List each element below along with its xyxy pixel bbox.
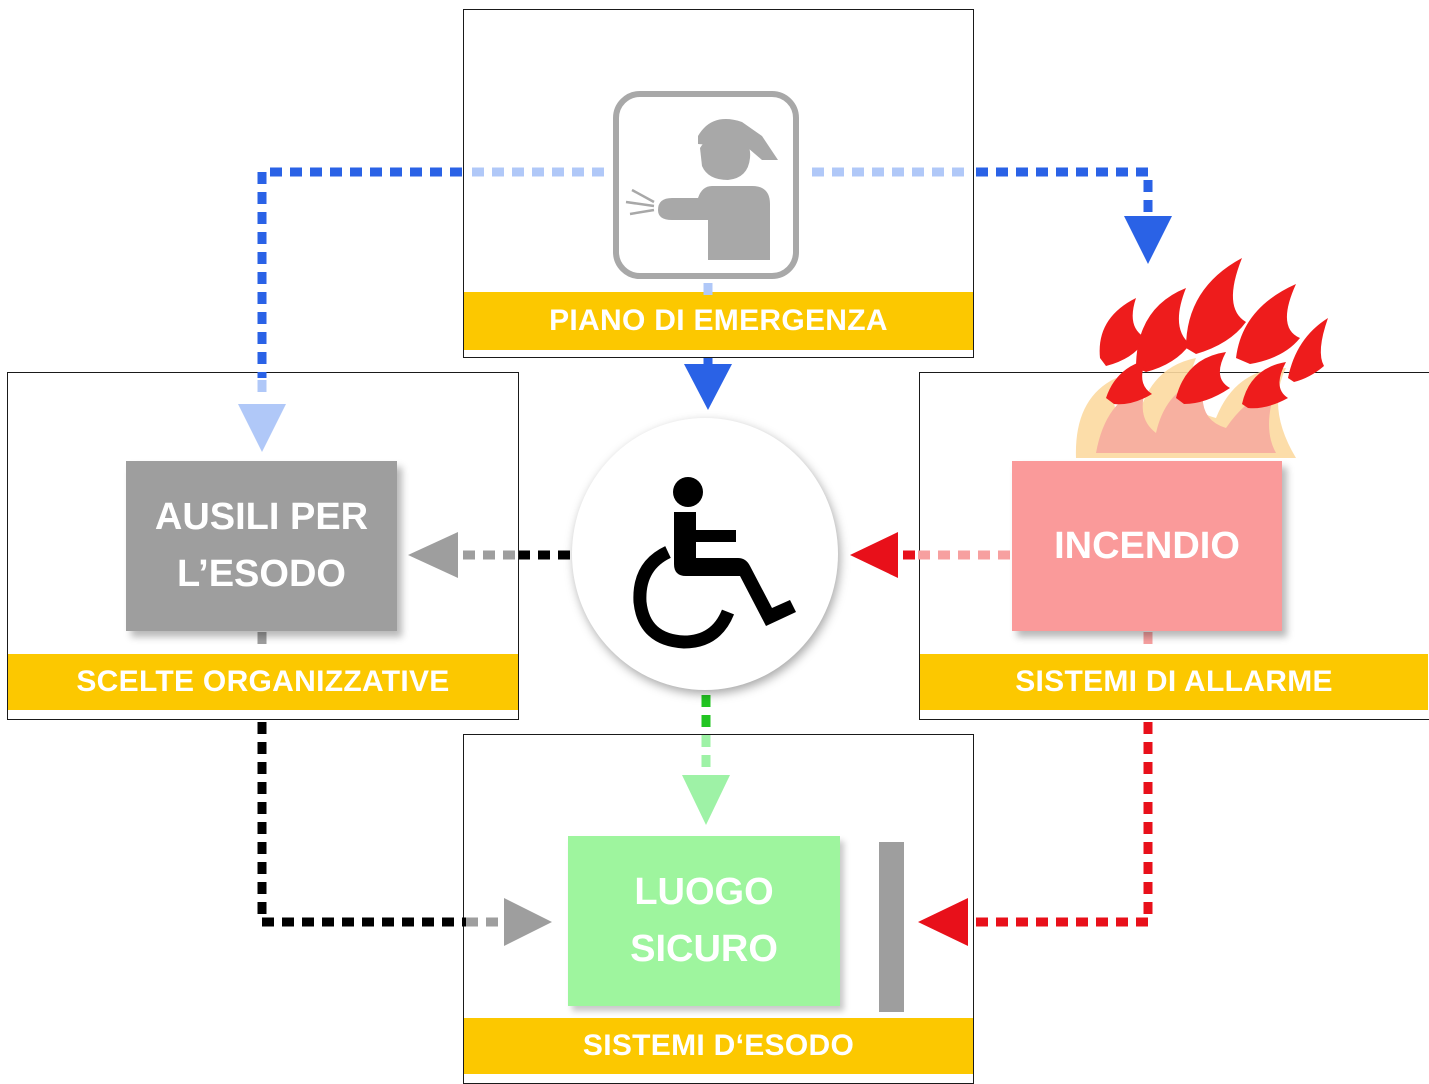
box-incendio: INCENDIO	[1012, 461, 1282, 631]
fire-icon	[1075, 258, 1328, 458]
label-scelte-organizzative: SCELTE ORGANIZZATIVE	[8, 654, 518, 710]
disabled-person-circle	[572, 418, 838, 690]
box-ausili-per-esodo: AUSILI PER L’ESODO	[126, 461, 397, 631]
arrowhead-disabled-top	[684, 364, 732, 410]
label-sistemi-d-esodo: SISTEMI D‘ESODO	[464, 1018, 973, 1074]
panel-piano-emergenza: PIANO DI EMERGENZA	[463, 9, 974, 358]
arrow-piano-to-ausili	[257, 167, 462, 378]
label-sistemi-di-allarme: SISTEMI DI ALLARME	[920, 654, 1428, 710]
label-piano-di-emergenza: PIANO DI EMERGENZA	[464, 292, 973, 350]
box-luogo-sicuro: LUOGO SICURO	[568, 836, 840, 1006]
arrowhead-disabled-right	[850, 532, 898, 578]
wheelchair-icon	[633, 477, 796, 649]
firefighter-icon	[613, 91, 799, 279]
door-bar-icon	[879, 842, 904, 1012]
